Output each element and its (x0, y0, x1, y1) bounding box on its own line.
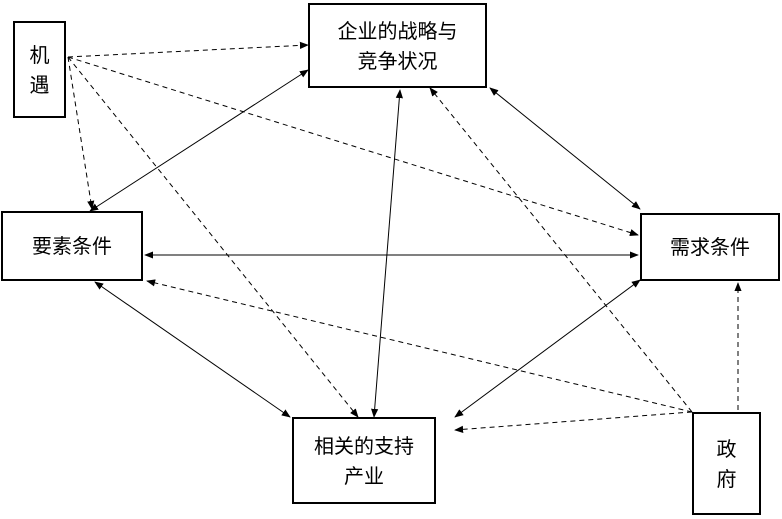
node-chance: 机 遇 (13, 21, 66, 118)
edge-strategy-to-factor (89, 69, 309, 212)
node-government-line-1: 政 (716, 436, 737, 461)
node-demand: 需求条件 (640, 213, 780, 281)
node-factor-label: 要素条件 (32, 234, 112, 258)
node-government-line-2: 府 (716, 466, 737, 491)
node-demand-label: 需求条件 (670, 235, 750, 259)
edge-chance-to-factor (67, 56, 95, 210)
node-strategy-line-1: 企业的战略与 (337, 18, 458, 43)
node-chance-line-2: 遇 (29, 72, 50, 97)
node-industry: 相关的支持 产业 (292, 417, 436, 504)
node-government: 政 府 (692, 412, 761, 515)
node-strategy: 企业的战略与 竞争状况 (308, 3, 487, 88)
edge-factor-to-industry (94, 281, 291, 418)
node-industry-line-2: 产业 (344, 463, 384, 488)
node-industry-line-1: 相关的支持 (314, 433, 414, 458)
node-strategy-line-2: 竞争状况 (357, 48, 438, 73)
node-factor: 要素条件 (1, 211, 143, 281)
edge-government-to-factor (146, 279, 693, 413)
edge-chance-to-strategy (67, 41, 309, 58)
edge-demand-to-industry (454, 279, 641, 418)
node-chance-line-1: 机 (29, 42, 50, 67)
edge-chance-to-demand (67, 56, 639, 237)
edge-layer (67, 41, 742, 433)
edge-government-to-strategy (429, 87, 693, 413)
edge-government-to-industry (454, 411, 693, 433)
edge-strategy-to-demand (489, 87, 641, 210)
edge-strategy-to-industry (371, 89, 403, 418)
